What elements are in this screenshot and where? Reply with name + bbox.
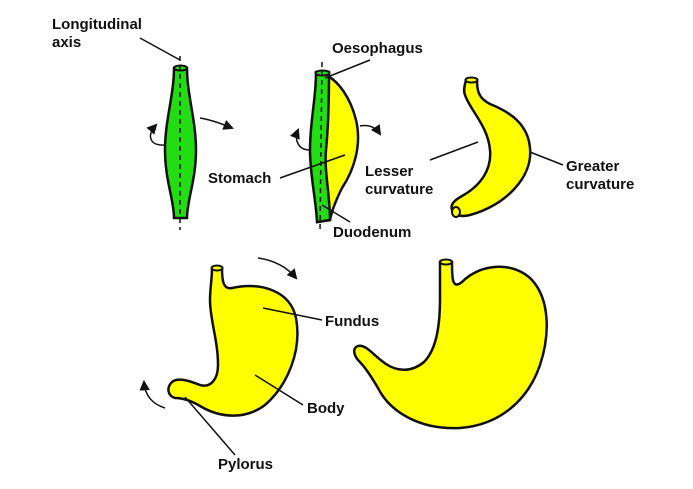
label-greater-curvature: Greater curvature: [566, 158, 634, 194]
label-longitudinal-axis-line2: axis: [52, 34, 82, 51]
label-duodenum: Duodenum: [333, 224, 412, 241]
stage-1-tube: [139, 37, 234, 230]
leader-longitudinal-axis: [139, 37, 181, 61]
axis-line-stage2: [319, 61, 323, 233]
tube-green-stage2: [308, 70, 332, 224]
leader-fundus: [262, 307, 323, 321]
label-fundus: Fundus: [325, 313, 380, 330]
rotation-arrow-fundus: [257, 257, 298, 280]
rotation-arrow-pylorus: [139, 379, 166, 409]
leader-stomach: [279, 154, 346, 179]
label-body: Body: [307, 400, 345, 417]
label-oesophagus: Oesophagus: [332, 40, 423, 57]
leader-oesophagus: [324, 59, 371, 79]
stage-5-stomach: [353, 258, 548, 430]
label-stomach: Stomach: [208, 170, 272, 187]
leader-greater-curvature: [529, 151, 564, 166]
oesophagus-opening-stage4: [210, 264, 224, 272]
rotation-arrow-right: [199, 117, 234, 130]
rotation-arrow-stage2-right: [359, 124, 382, 136]
leader-body: [254, 374, 304, 406]
stage-4-stomach: [139, 257, 323, 456]
oesophagus-opening-stage3: [464, 76, 479, 84]
oesophagus-opening-stage5: [439, 258, 453, 266]
stage-2-tube: [279, 59, 382, 233]
label-lesser-curvature-line2: curvature: [365, 181, 434, 198]
leader-pylorus: [184, 396, 236, 456]
label-longitudinal-axis-line1: Longitudinal: [52, 16, 142, 33]
stage-3-stomach: [429, 76, 564, 218]
label-greater-curvature-line2: curvature: [566, 176, 635, 193]
label-longitudinal-axis: Longitudinal axis: [52, 16, 142, 52]
rotation-arrow-stage2-left: [290, 128, 311, 151]
leader-duodenum: [321, 204, 351, 223]
label-lesser-curvature-line1: Lesser: [365, 163, 414, 180]
label-pylorus: Pylorus: [218, 456, 274, 473]
label-greater-curvature-line1: Greater: [566, 158, 620, 175]
rotation-arrow-left: [146, 123, 166, 146]
stomach-shape-stage4: [167, 266, 299, 417]
tube-green-stage1: [163, 66, 198, 220]
stomach-shape-stage5: [353, 260, 548, 430]
duodenum-opening-stage3: [451, 206, 461, 218]
leader-lesser-curvature: [429, 141, 479, 161]
label-lesser-curvature: Lesser curvature: [365, 163, 433, 199]
